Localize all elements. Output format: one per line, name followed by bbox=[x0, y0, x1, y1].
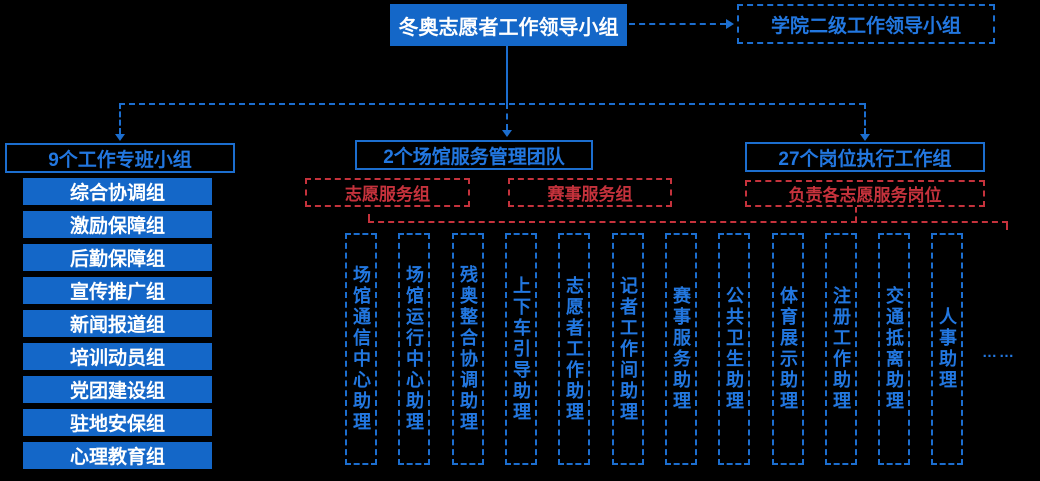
arrow-down-right-icon bbox=[860, 134, 870, 141]
workgroup-item: 综合协调组 bbox=[23, 178, 212, 205]
workgroup-item: 心理教育组 bbox=[23, 442, 212, 469]
team-box-volunteer-service: 志愿服务组 bbox=[305, 178, 470, 207]
connector-horizontal-bus bbox=[119, 103, 865, 105]
connector-root-drop bbox=[506, 46, 508, 103]
workgroup-item: 激励保障组 bbox=[23, 211, 212, 238]
middle-section-header: 2个场馆服务管理团队 bbox=[355, 140, 593, 170]
right-section-note: 负责各志愿服务岗位 bbox=[745, 180, 985, 207]
red-bracket-stub bbox=[855, 207, 857, 222]
position-box: 赛事服务助理 bbox=[665, 233, 697, 465]
root-box: 冬奥志愿者工作领导小组 bbox=[390, 4, 627, 46]
connector-drop-right bbox=[864, 103, 866, 134]
workgroup-item: 培训动员组 bbox=[23, 343, 212, 370]
workgroup-item: 驻地安保组 bbox=[23, 409, 212, 436]
workgroup-item: 党团建设组 bbox=[23, 376, 212, 403]
workgroup-item: 新闻报道组 bbox=[23, 310, 212, 337]
arrow-down-middle-icon bbox=[502, 130, 512, 137]
position-box: 场馆运行中心助理 bbox=[398, 233, 430, 465]
connector-drop-left bbox=[119, 103, 121, 134]
position-box: 体育展示助理 bbox=[772, 233, 804, 465]
arrow-right-icon bbox=[726, 19, 734, 29]
red-bracket-bar bbox=[368, 221, 1008, 223]
arrow-down-left-icon bbox=[115, 134, 125, 141]
position-box: 记者工作间助理 bbox=[612, 233, 644, 465]
connector-drop-middle bbox=[506, 103, 508, 130]
right-section-header: 27个岗位执行工作组 bbox=[745, 142, 985, 172]
more-positions-ellipsis: …… bbox=[982, 344, 1016, 361]
left-section-header: 9个工作专班小组 bbox=[5, 143, 235, 173]
team-box-event-service: 赛事服务组 bbox=[508, 178, 672, 207]
position-box: 注册工作助理 bbox=[825, 233, 857, 465]
workgroup-item: 宣传推广组 bbox=[23, 277, 212, 304]
position-box: 交通抵离助理 bbox=[878, 233, 910, 465]
position-box: 上下车引导助理 bbox=[505, 233, 537, 465]
red-bracket-left-tick bbox=[368, 214, 370, 222]
position-box: 志愿者工作助理 bbox=[558, 233, 590, 465]
position-box: 场馆通信中心助理 bbox=[345, 233, 377, 465]
position-box: 人事助理 bbox=[931, 233, 963, 465]
secondary-leadership-box: 学院二级工作领导小组 bbox=[737, 4, 995, 44]
workgroup-item: 后勤保障组 bbox=[23, 244, 212, 271]
position-box: 公共卫生助理 bbox=[718, 233, 750, 465]
connector-root-secondary bbox=[629, 23, 726, 25]
position-box: 残奥整合协调助理 bbox=[452, 233, 484, 465]
red-bracket-right-tick bbox=[1006, 221, 1008, 230]
